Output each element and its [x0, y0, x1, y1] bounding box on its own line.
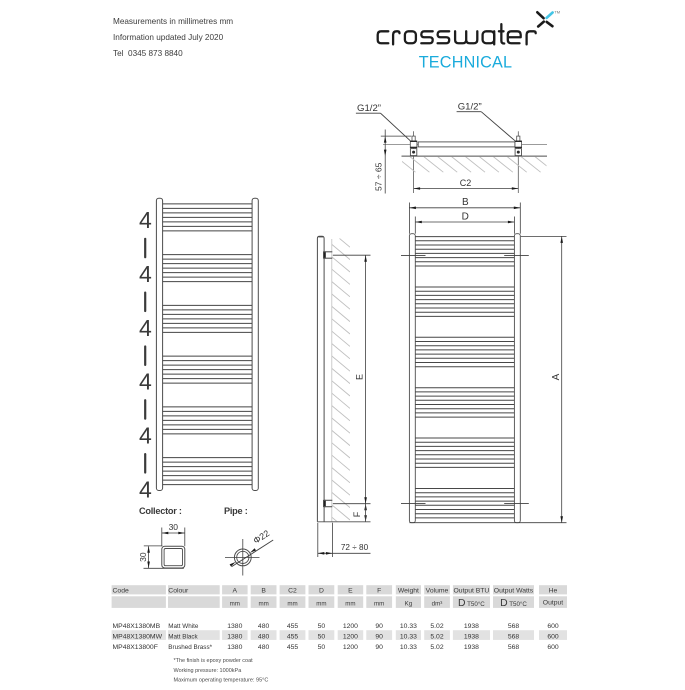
svg-text:C2: C2	[288, 587, 297, 594]
svg-text:dm³: dm³	[432, 600, 443, 607]
svg-text:MP48X1380MB: MP48X1380MB	[113, 623, 161, 630]
svg-text:Output BTU: Output BTU	[453, 587, 489, 594]
svg-text:50: 50	[318, 644, 326, 651]
svg-text:455: 455	[287, 633, 299, 640]
svg-text:5.02: 5.02	[430, 644, 443, 651]
svg-text:10.33: 10.33	[400, 623, 417, 630]
svg-text:90: 90	[375, 644, 383, 651]
svg-text:Collector :: Collector :	[139, 506, 182, 516]
svg-text:480: 480	[258, 623, 270, 630]
svg-text:1200: 1200	[343, 644, 358, 651]
svg-text:Maximum operating temperature:: Maximum operating temperature: 95°C	[174, 678, 269, 684]
svg-text:480: 480	[258, 644, 270, 651]
svg-text:4: 4	[139, 369, 152, 395]
svg-text:480: 480	[258, 633, 270, 640]
svg-text:1200: 1200	[343, 633, 358, 640]
svg-text:B: B	[261, 587, 266, 594]
svg-text:600: 600	[547, 633, 559, 640]
svg-text:mm: mm	[316, 600, 326, 607]
svg-text:Matt Black: Matt Black	[168, 633, 198, 640]
svg-text:F: F	[352, 511, 362, 517]
svg-text:A: A	[233, 587, 238, 594]
svg-text:C2: C2	[460, 178, 472, 188]
svg-text:mm: mm	[230, 600, 240, 607]
svg-text:Output: Output	[543, 599, 564, 606]
svg-text:1938: 1938	[464, 623, 479, 630]
svg-text:MP48X13800F: MP48X13800F	[113, 644, 158, 651]
svg-text:A: A	[551, 373, 562, 380]
svg-text:Output Watts: Output Watts	[494, 587, 534, 594]
svg-text:D T50°C: D T50°C	[458, 598, 485, 609]
svg-text:He: He	[549, 587, 558, 594]
svg-text:Weight: Weight	[398, 587, 419, 594]
svg-text:90: 90	[375, 633, 383, 640]
svg-text:B: B	[462, 197, 469, 208]
svg-text:4: 4	[139, 476, 152, 502]
svg-text:D: D	[462, 211, 469, 222]
svg-text:4: 4	[139, 261, 152, 287]
svg-text:1380: 1380	[227, 644, 242, 651]
svg-text:Code: Code	[113, 587, 129, 594]
svg-text:D T50°C: D T50°C	[500, 598, 527, 609]
svg-text:1938: 1938	[464, 644, 479, 651]
svg-text:30: 30	[169, 522, 179, 532]
svg-text:TECHNICAL: TECHNICAL	[419, 54, 513, 72]
svg-text:™: ™	[554, 11, 561, 18]
svg-text:Measurements in millimetres mm: Measurements in millimetres mm	[113, 17, 233, 26]
svg-text:455: 455	[287, 644, 299, 651]
svg-text:D: D	[319, 587, 324, 594]
svg-text:1380: 1380	[227, 633, 242, 640]
svg-text:568: 568	[508, 644, 520, 651]
svg-text:568: 568	[508, 633, 520, 640]
svg-text:mm: mm	[345, 600, 355, 607]
svg-text:5.02: 5.02	[430, 633, 443, 640]
svg-text:568: 568	[508, 623, 520, 630]
svg-text:Pipe :: Pipe :	[224, 506, 248, 516]
svg-text:50: 50	[318, 623, 326, 630]
svg-text:4: 4	[139, 315, 152, 341]
svg-text:G1/2”: G1/2”	[357, 103, 381, 114]
svg-text:1938: 1938	[464, 633, 479, 640]
svg-text:mm: mm	[287, 600, 297, 607]
svg-text:*The finish is epoxy powder co: *The finish is epoxy powder coat	[174, 658, 254, 664]
svg-text:4: 4	[139, 207, 152, 233]
svg-text:1380: 1380	[227, 623, 242, 630]
svg-text:Matt White: Matt White	[168, 623, 199, 630]
svg-text:Working pressure: 1000kPa: Working pressure: 1000kPa	[174, 668, 243, 674]
svg-text:Tel 0345 873 8840: Tel 0345 873 8840	[113, 49, 183, 58]
svg-text:455: 455	[287, 623, 299, 630]
svg-text:600: 600	[547, 623, 559, 630]
svg-text:Information updated July 2020: Information updated July 2020	[113, 33, 224, 42]
svg-text:Colour: Colour	[168, 587, 189, 594]
svg-text:4: 4	[139, 423, 152, 449]
svg-text:600: 600	[547, 644, 559, 651]
svg-text:mm: mm	[374, 600, 384, 607]
svg-text:30: 30	[138, 552, 148, 562]
svg-text:E: E	[354, 374, 364, 380]
svg-text:Volume: Volume	[426, 587, 449, 594]
svg-text:72 ÷ 80: 72 ÷ 80	[341, 543, 369, 552]
svg-text:10.33: 10.33	[400, 633, 417, 640]
svg-text:Brushed Brass*: Brushed Brass*	[168, 644, 212, 651]
svg-text:1200: 1200	[343, 623, 358, 630]
svg-text:10.33: 10.33	[400, 644, 417, 651]
svg-text:mm: mm	[258, 600, 268, 607]
svg-text:5.02: 5.02	[430, 623, 443, 630]
svg-text:G1/2”: G1/2”	[458, 102, 482, 113]
svg-text:E: E	[348, 587, 353, 594]
svg-text:57 ÷ 65: 57 ÷ 65	[374, 162, 384, 191]
svg-text:F: F	[377, 587, 381, 594]
svg-text:90: 90	[375, 623, 383, 630]
svg-text:MP48X1380MW: MP48X1380MW	[113, 633, 163, 640]
svg-text:50: 50	[318, 633, 326, 640]
svg-text:Kg: Kg	[405, 600, 413, 607]
